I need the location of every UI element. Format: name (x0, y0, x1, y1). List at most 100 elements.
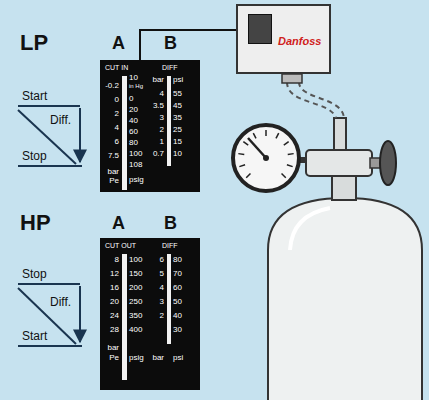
scale-value: 8 (115, 256, 119, 264)
scale-value: 250 (129, 298, 142, 306)
lp-diff-sketch (18, 106, 82, 166)
heading-letter: A (112, 34, 125, 52)
scale-value: 60 (129, 128, 138, 136)
scale-value: 108 (129, 161, 142, 169)
scale-value: 3 (160, 298, 164, 306)
scale-value: 200 (129, 284, 142, 292)
gauge-tick (276, 133, 279, 138)
gauge-tick (243, 142, 248, 146)
scale-value: 40 (173, 312, 182, 320)
scale-value: 350 (129, 312, 142, 320)
signal-line (140, 30, 236, 60)
brand-logo: Danfoss (278, 36, 321, 47)
pressure-switch: Danfoss (236, 4, 331, 74)
gas-cylinder (233, 118, 422, 400)
gauge-tick (265, 130, 267, 136)
scale-value: Pe (109, 354, 119, 362)
indicator-slot (122, 76, 127, 190)
scale-value: 45 (173, 102, 182, 110)
indicator-slot (167, 76, 171, 166)
scale-value: 24 (110, 312, 119, 320)
scale-value: 4 (160, 284, 164, 292)
scale-value: 10 (129, 74, 138, 82)
scale-value: 100 (129, 256, 142, 264)
scale-value: 7.5 (108, 152, 119, 160)
scale-value: 12 (110, 270, 119, 278)
gauge-tick (239, 165, 245, 167)
scale-value: 400 (129, 326, 142, 334)
switch-port (282, 74, 302, 83)
scale-value: 10 (173, 150, 182, 158)
scale-value: 0.7 (153, 150, 164, 158)
scale-value: psig (129, 176, 144, 184)
scale-value: 2 (160, 312, 164, 320)
diff-note: Stop (22, 150, 47, 162)
indicator-slot (167, 254, 171, 344)
switch-window (248, 14, 272, 44)
scale-value: 0 (115, 96, 119, 104)
scale-value: psi (173, 354, 183, 362)
scale-value: bar (152, 354, 164, 362)
scale-value: psi (173, 76, 183, 84)
scale-value: 70 (173, 270, 182, 278)
scale-value: bar (107, 344, 119, 352)
scale-value: psig (129, 354, 144, 362)
diff-note: Stop (22, 268, 47, 280)
scale-value: 35 (173, 114, 182, 122)
heading-letter: B (164, 34, 177, 52)
scale-value: 40 (129, 117, 138, 125)
scale-heading: DIFF (162, 242, 178, 249)
scale-value: 80 (173, 256, 182, 264)
scale-value: 15 (173, 138, 182, 146)
scale-value: 30 (173, 326, 182, 334)
diff-note: Start (22, 90, 47, 102)
heading-letter: B (164, 214, 177, 232)
scale-value: 60 (173, 284, 182, 292)
scale-value: 20 (129, 106, 138, 114)
scale-value: in Hg (129, 83, 143, 89)
scale-value: 2 (115, 110, 119, 118)
scale-value: 2 (160, 126, 164, 134)
scale-value: 6 (115, 138, 119, 146)
scale-value: 80 (129, 139, 138, 147)
gauge-tick (284, 142, 289, 146)
scale-value: 28 (110, 326, 119, 334)
scale-value: 6 (160, 256, 164, 264)
diff-note: Diff. (50, 296, 71, 308)
scale-value: 25 (173, 126, 182, 134)
gauge-tick (287, 165, 293, 167)
scale-value: 4 (160, 90, 164, 98)
capillary-tube (287, 82, 344, 118)
scale-value: -0.2 (105, 82, 119, 90)
heading-letter: A (112, 214, 125, 232)
scale-value: bar (107, 168, 119, 176)
scale-value: 4 (115, 124, 119, 132)
diff-note: Start (22, 330, 47, 342)
scale-value: 150 (129, 270, 142, 278)
scale-heading: DIFF (162, 64, 178, 71)
scale-value: 3 (160, 114, 164, 122)
indicator-slot (122, 254, 127, 380)
scale-value: 16 (110, 284, 119, 292)
diff-note: Diff. (50, 114, 71, 126)
scale-value: 0 (129, 95, 133, 103)
scale-value: 1 (160, 138, 164, 146)
scale-value: 50 (173, 298, 182, 306)
scale-heading: CUT OUT (105, 242, 136, 249)
scale-heading: CUT IN (105, 64, 128, 71)
hp-diff-sketch (18, 284, 82, 346)
scale-value: Pe (109, 177, 119, 185)
gauge-tick (282, 174, 286, 178)
scale-value: 20 (110, 298, 119, 306)
scale-value: 5 (160, 270, 164, 278)
gauge-tick (246, 174, 250, 178)
scale-value: 55 (173, 90, 182, 98)
scale-value: 3.5 (153, 102, 164, 110)
scale-value: bar (152, 76, 164, 84)
heading-letter: HP (20, 212, 51, 234)
gauge-tick (253, 133, 256, 138)
gauge-tick (288, 153, 294, 155)
scale-value: 100 (129, 150, 142, 158)
